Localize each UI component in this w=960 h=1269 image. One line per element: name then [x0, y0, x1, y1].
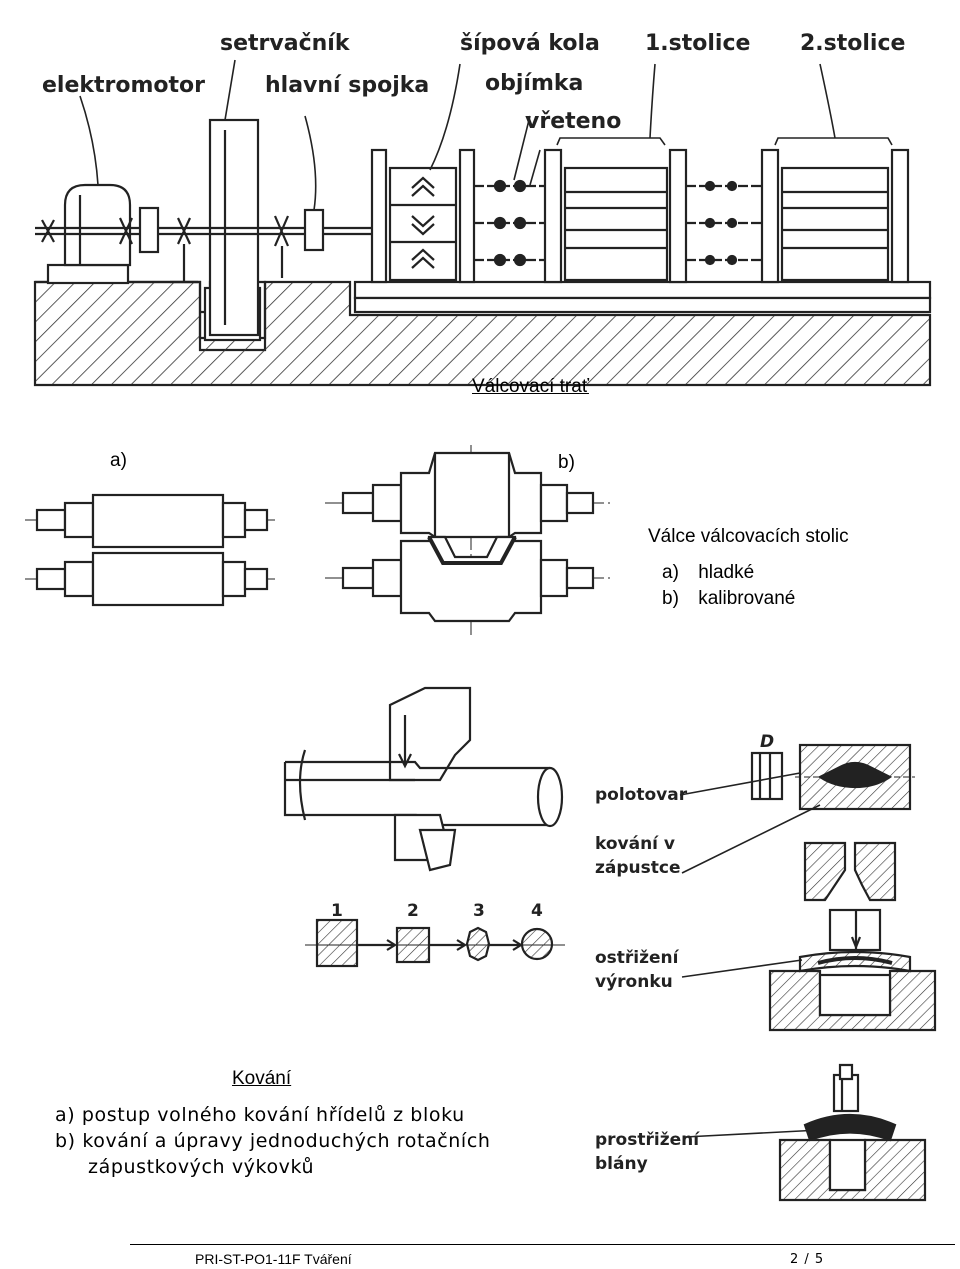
closed-die-forging-diagram: D polotovar kování v zápustce ostřižení …: [595, 732, 937, 1202]
label-sipova-kola: šípová kola: [460, 31, 600, 56]
label-stolice-1: 1.stolice: [645, 31, 750, 56]
open-forging-diagram: 1 2 3 4: [283, 686, 565, 968]
label-stolice-2: 2.stolice: [800, 31, 905, 56]
rolling-mill-diagram: elektromotor setrvačník hlavní spojka ší…: [33, 31, 932, 387]
step-3: 3: [473, 901, 485, 921]
step-4: 4: [531, 901, 543, 921]
label-ostrizeni: ostřižení: [595, 948, 680, 968]
rolls-item-a-marker: a): [662, 562, 679, 583]
label-prostrizeni: prostřižení: [595, 1130, 700, 1150]
rolls-item-b: b) kalibrované: [662, 588, 795, 610]
label-elektromotor: elektromotor: [42, 73, 205, 98]
label-vyronku: výronku: [595, 972, 673, 992]
label-polotovar: polotovar: [595, 785, 688, 805]
caption-kovani: Kování: [232, 1068, 292, 1089]
kovani-item-b: b) kování a úpravy jednoduchých rotačníc…: [55, 1130, 491, 1152]
label-kovani-v: kování v: [595, 834, 675, 854]
label-objimka: objímka: [485, 71, 583, 96]
label-d: D: [760, 732, 774, 752]
caption-valcovaci-trat: Válcovací trať: [472, 376, 589, 397]
kovani-item-a: a) postup volného kování hřídelů z bloku: [55, 1104, 465, 1126]
footer-rule: [130, 1244, 955, 1245]
label-a: a): [110, 450, 127, 471]
label-vreteno: vřeteno: [525, 109, 621, 134]
step-1: 1: [331, 901, 343, 921]
kovani-item-b-cont: zápustkových výkovků: [88, 1156, 315, 1178]
label-zapustce: zápustce: [595, 858, 681, 878]
rolls-diagram: [25, 445, 610, 635]
rolls-caption-title: Válce válcovacích stolic: [648, 526, 849, 547]
rolls-item-b-marker: b): [662, 588, 679, 609]
step-2: 2: [407, 901, 419, 921]
footer-document-id: PRI-ST-PO1-11F Tváření: [195, 1251, 352, 1267]
footer-page-number: 2 / 5: [790, 1252, 825, 1267]
label-hlavni-spojka: hlavní spojka: [265, 73, 429, 98]
rolls-item-a: a) hladké: [662, 562, 754, 584]
label-b: b): [558, 452, 575, 473]
label-setrvacnik: setrvačník: [220, 31, 351, 56]
rolls-item-b-text: kalibrované: [698, 588, 796, 609]
label-blany: blány: [595, 1154, 648, 1174]
rolls-item-a-text: hladké: [698, 562, 755, 583]
